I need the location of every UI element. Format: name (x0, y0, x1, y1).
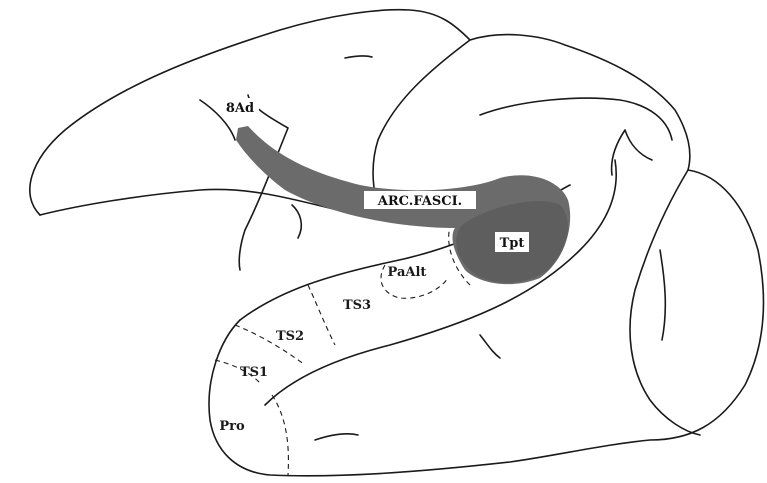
dorsal-sulcus-small (345, 56, 372, 58)
label-tpt: Tpt (500, 236, 525, 251)
brain-outline (30, 10, 764, 476)
frontal-sulcus-small (292, 205, 301, 238)
label-ts3: TS3 (343, 298, 371, 313)
label-8ad: 8Ad (226, 101, 254, 116)
label-pro: Pro (219, 419, 245, 434)
occipital-sulcus (660, 250, 665, 340)
label-paalt: PaAlt (388, 265, 427, 280)
intraparietal-sulcus (480, 98, 672, 140)
label-ts2: TS2 (276, 329, 304, 344)
pro-boundary (272, 395, 288, 475)
label-arc-fasc: ARC.FASCI. (377, 194, 462, 209)
label-ts1: TS1 (240, 365, 268, 380)
temporal-pole-sulcus (315, 434, 358, 440)
ts3-boundary-left (308, 285, 335, 345)
lunate-sulcus (612, 130, 652, 175)
inferior-temporal-sulcus (480, 335, 500, 358)
